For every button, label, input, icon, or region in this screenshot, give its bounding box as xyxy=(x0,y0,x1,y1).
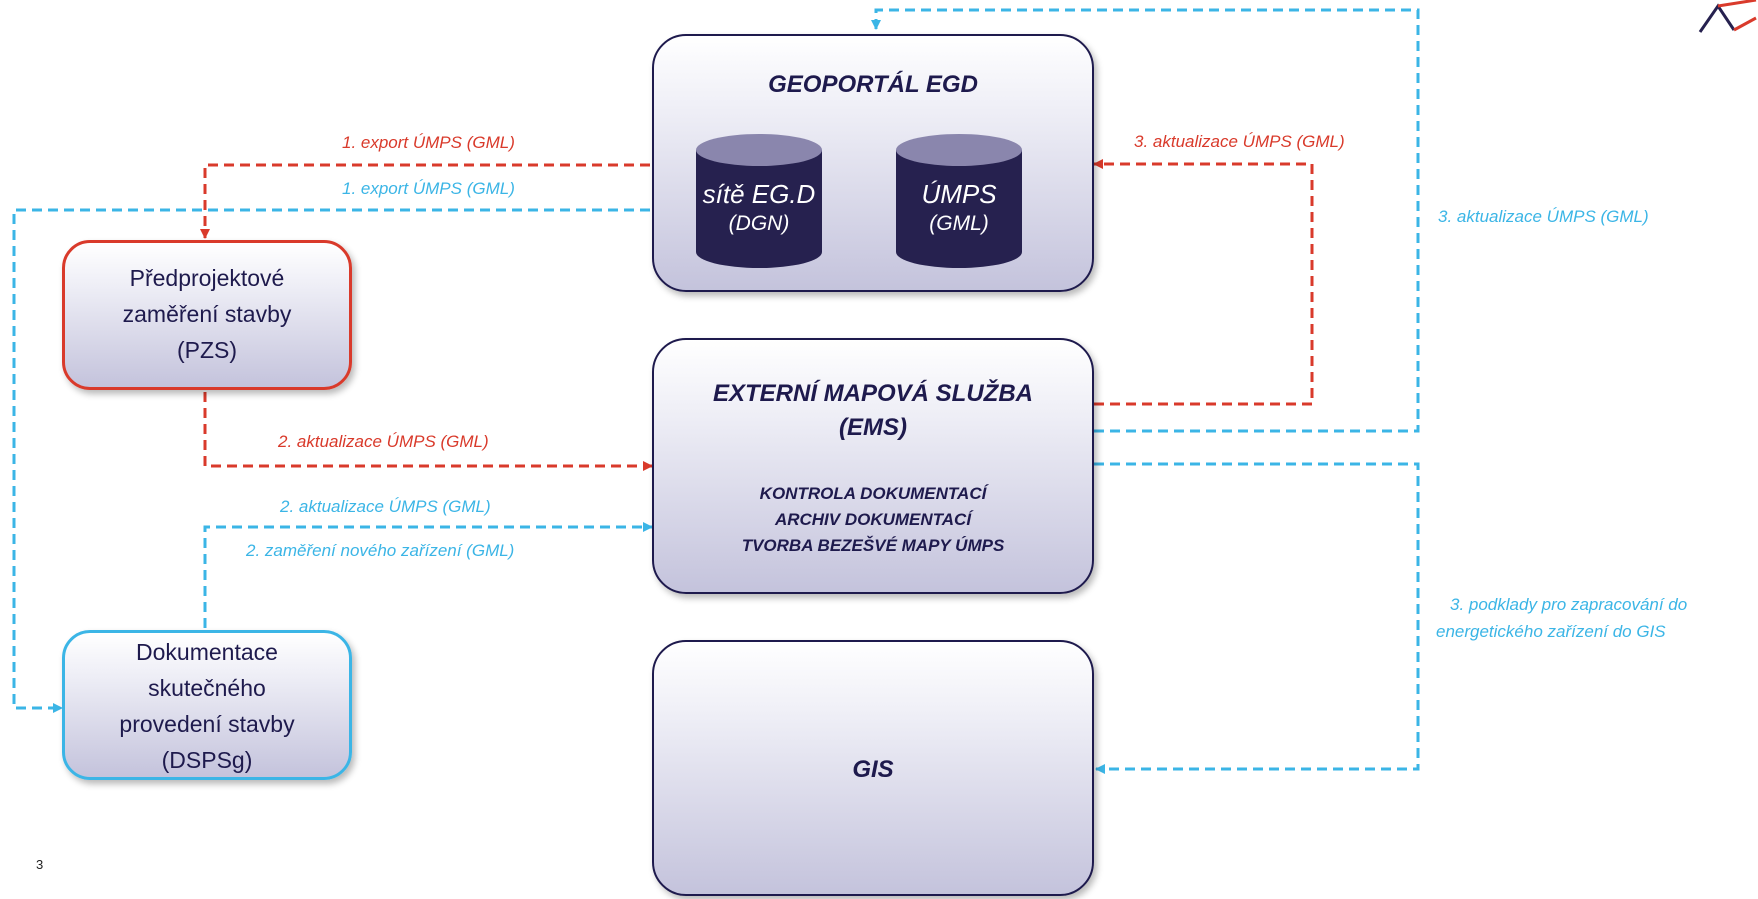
flow-gis-basis-cyan xyxy=(1094,462,1420,774)
cylinder-network-format: (DGN) xyxy=(728,212,790,235)
dsps-box: Dokumentace skutečného provedení stavby … xyxy=(62,630,352,780)
cylinder-umps-name: ÚMPS xyxy=(921,179,997,209)
ems-title-line1: EXTERNÍ MAPOVÁ SLUŽBA xyxy=(712,380,1033,407)
gis-title: GIS xyxy=(852,756,894,783)
ems-title-line2: (EMS) xyxy=(839,414,907,441)
dsps-line2: skutečného xyxy=(148,675,266,701)
dsps-line4: (DSPSg) xyxy=(161,747,253,773)
cylinder-network-label: sítě EG.D (DGN) xyxy=(694,178,824,238)
ems-item-control: KONTROLA DOKUMENTACÍ xyxy=(759,484,987,503)
label-gis-basis-line2: energetického zařízení do GIS xyxy=(1436,622,1666,641)
pzs-line1: Předprojektové xyxy=(129,265,285,291)
flow-update-cyan-right xyxy=(871,8,1420,433)
dsps-line3: provedení stavby xyxy=(119,711,295,737)
label-update-cyan-left: 2. aktualizace ÚMPS (GML) xyxy=(280,497,491,516)
ems-item-archive: ARCHIV DOKUMENTACÍ xyxy=(774,510,972,529)
pzs-box: Předprojektové zaměření stavby (PZS) xyxy=(62,240,352,390)
label-update-red-left: 2. aktualizace ÚMPS (GML) xyxy=(278,432,489,451)
cylinder-network-name: sítě EG.D xyxy=(702,179,816,209)
label-survey-cyan: 2. zaměření nového zařízení (GML) xyxy=(246,541,515,560)
label-export-red: 1. export ÚMPS (GML) xyxy=(342,133,515,152)
gis-box: GIS xyxy=(652,640,1094,896)
cylinder-umps-format: (GML) xyxy=(929,212,989,235)
pzs-line2: zaměření stavby xyxy=(122,301,292,327)
page-number: 3 xyxy=(36,857,44,872)
dsps-line1: Dokumentace xyxy=(136,639,278,665)
ems-box: EXTERNÍ MAPOVÁ SLUŽBA (EMS) KONTROLA DOK… xyxy=(652,338,1094,594)
database-cylinder-network xyxy=(696,134,822,268)
geoportal-box: GEOPORTÁL EGD sítě EG.D (DGN) ÚMPS (GML) xyxy=(652,34,1094,292)
flow-export-red xyxy=(200,163,650,239)
database-cylinder-umps xyxy=(896,134,1022,268)
label-update-red-right: 3. aktualizace ÚMPS (GML) xyxy=(1134,132,1345,151)
pzs-line3: (PZS) xyxy=(176,337,238,363)
flow-update-red-left xyxy=(203,392,653,471)
flow-update-red-right xyxy=(1093,159,1314,406)
cylinder-umps-label: ÚMPS (GML) xyxy=(894,178,1024,238)
flow-export-cyan xyxy=(12,208,650,713)
label-update-cyan-right: 3. aktualizace ÚMPS (GML) xyxy=(1438,207,1649,226)
geoportal-title: GEOPORTÁL EGD xyxy=(768,71,978,98)
flow-update-cyan-left xyxy=(203,522,653,628)
brand-logo-icon xyxy=(1698,0,1757,33)
label-export-cyan: 1. export ÚMPS (GML) xyxy=(342,179,515,198)
ems-item-seamless-map: TVORBA BEZEŠVÉ MAPY ÚMPS xyxy=(741,536,1005,555)
label-gis-basis-line1: 3. podklady pro zapracování do xyxy=(1450,595,1688,614)
